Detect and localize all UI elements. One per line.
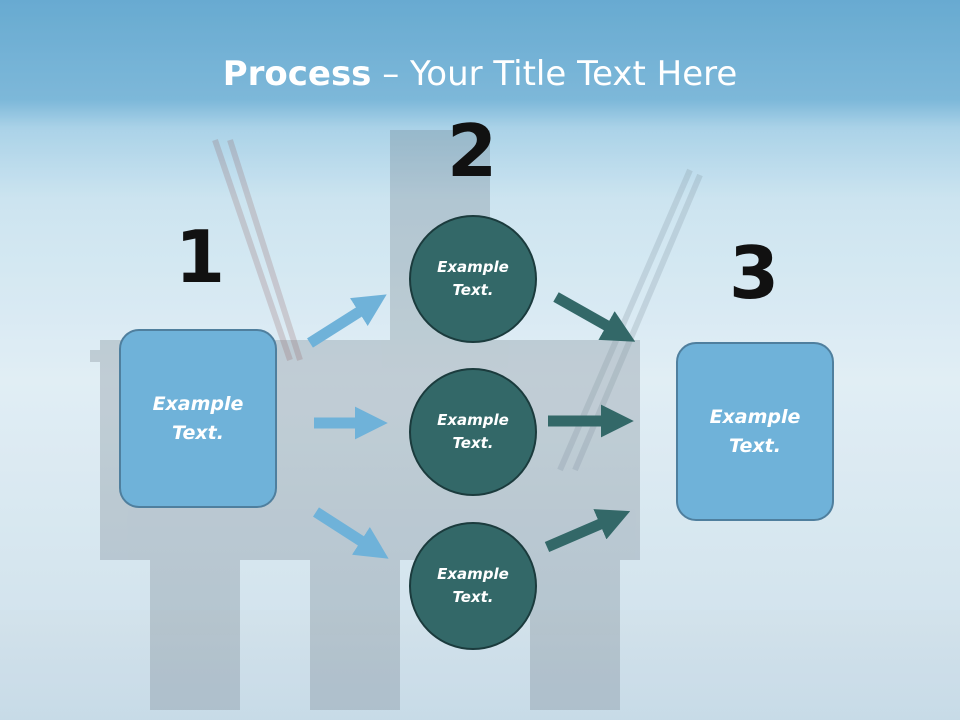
step-3-label: Example Text. — [709, 405, 801, 457]
step-2-circle-top: Example Text. — [409, 215, 537, 343]
step-2-circle-bottom-label: Example Text. — [437, 565, 509, 606]
step-1-label: Example Text. — [152, 392, 244, 444]
step-2-circle-top-label: Example Text. — [437, 258, 509, 299]
arrow-top-circle-to-3 — [553, 292, 636, 342]
step-3-box: Example Text. — [676, 342, 834, 521]
arrow-1-to-bottom-circle — [313, 507, 389, 559]
slide-title: Process – Your Title Text Here — [0, 52, 960, 96]
step-2-number: 2 — [446, 109, 498, 193]
arrow-1-to-top-circle — [307, 294, 387, 348]
step-1-box: Example Text. — [119, 329, 277, 508]
step-2-circle-bottom: Example Text. — [409, 522, 537, 650]
arrow-bottom-circle-to-3 — [544, 509, 631, 553]
step-1-number: 1 — [174, 215, 226, 299]
title-bold: Process — [222, 54, 372, 94]
step-2-circle-middle-label: Example Text. — [437, 411, 509, 452]
step-3-number: 3 — [728, 231, 780, 315]
title-rest: – Your Title Text Here — [371, 54, 738, 94]
step-2-circle-middle: Example Text. — [409, 368, 537, 496]
